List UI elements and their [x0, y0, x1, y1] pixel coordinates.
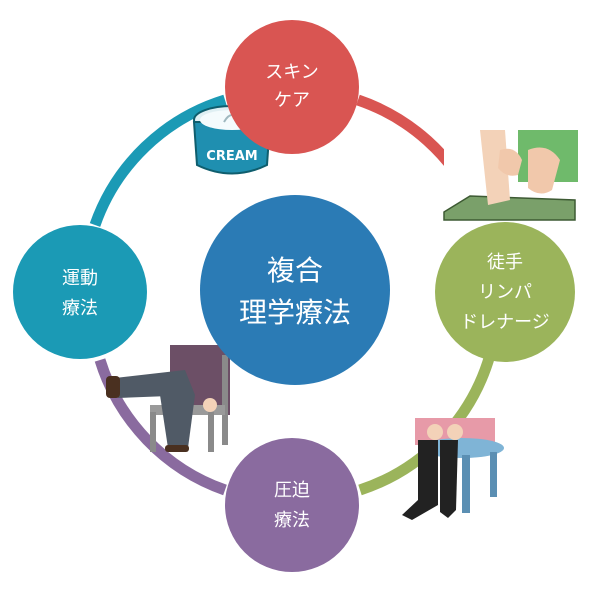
seated-exercise-illustration	[106, 345, 230, 452]
center-title-line1: 複合	[267, 254, 323, 287]
center-title-line2: 理学療法	[239, 296, 351, 329]
node-exercise: 運動 療法	[13, 225, 147, 359]
node-compression-line1: 圧迫	[274, 480, 310, 501]
node-lymph-drainage: 徒手 リンパ ドレナージ	[435, 222, 575, 362]
node-skin-care-line1: スキン	[265, 62, 318, 83]
node-lymph-line2: リンパ	[478, 282, 532, 303]
node-lymph-line3: ドレナージ	[460, 312, 550, 333]
node-exercise-line1: 運動	[62, 268, 98, 289]
compression-stocking-illustration	[402, 418, 504, 520]
node-exercise-line2: 療法	[62, 298, 98, 319]
center-node: 複合 理学療法	[200, 195, 390, 385]
cream-label: CREAM	[206, 149, 257, 164]
lymph-massage-illustration	[443, 130, 578, 221]
node-compression: 圧迫 療法	[225, 438, 359, 572]
node-skin-care-line2: ケア	[274, 90, 310, 111]
node-compression-line2: 療法	[274, 510, 310, 531]
node-lymph-line1: 徒手	[487, 252, 523, 273]
node-skin-care: スキン ケア	[225, 20, 359, 154]
ring-arc-exercise-to-skin	[89, 94, 227, 227]
